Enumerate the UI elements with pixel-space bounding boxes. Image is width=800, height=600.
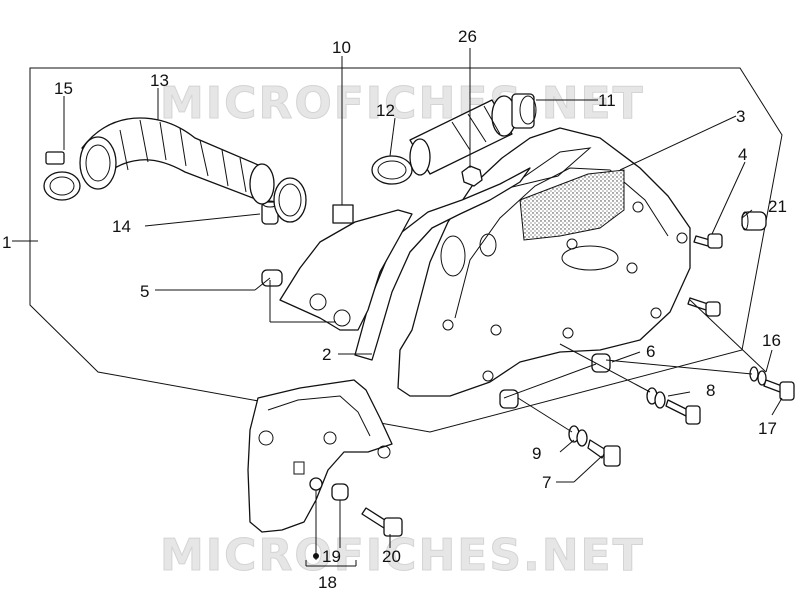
bolt-20 xyxy=(361,507,403,537)
callout-7: 7 xyxy=(542,473,551,492)
callout-26: 26 xyxy=(458,27,477,46)
callout-2: 2 xyxy=(322,345,331,364)
callout-5: 5 xyxy=(140,282,149,301)
callout-12: 12 xyxy=(376,101,395,120)
washer-19 xyxy=(331,483,349,501)
leader-lines xyxy=(12,48,783,567)
bolt-8 xyxy=(646,387,701,425)
bushing-6b xyxy=(499,389,519,409)
callout-1: 1 xyxy=(2,233,11,252)
callout-21: 21 xyxy=(768,197,787,216)
plug-21 xyxy=(741,211,767,231)
callout-13: 13 xyxy=(150,71,169,90)
bolt-7 xyxy=(568,425,621,467)
cover-plate xyxy=(279,209,413,331)
callout-3: 3 xyxy=(736,107,745,126)
bolt-16-17 xyxy=(749,366,795,401)
intake-duct-11 xyxy=(409,93,537,176)
clamp-12 xyxy=(371,155,413,185)
callout-17: 17 xyxy=(758,419,777,438)
callout-15: 15 xyxy=(54,79,73,98)
leader-dot xyxy=(313,553,319,559)
callout-4: 4 xyxy=(738,145,747,164)
assembly-outline xyxy=(29,67,783,433)
callout-18: 18 xyxy=(318,573,337,592)
watermark-top: MICROFICHES.NET xyxy=(160,78,645,129)
screw-4-upper xyxy=(693,233,723,249)
bushing-6a xyxy=(591,353,611,373)
callout-20: 20 xyxy=(382,547,401,566)
callout-6: 6 xyxy=(646,342,655,361)
hose-clamp-15 xyxy=(43,151,81,201)
callout-8: 8 xyxy=(706,381,715,400)
nut-26 xyxy=(461,165,483,187)
callout-14: 14 xyxy=(112,217,131,236)
intake-hose-13 xyxy=(79,117,275,205)
screw-4-lower xyxy=(687,297,721,317)
callout-16: 16 xyxy=(762,331,781,350)
callout-10: 10 xyxy=(332,38,351,57)
watermark-bottom: MICROFICHES.NET xyxy=(160,530,645,581)
clip-nut-10 xyxy=(332,204,354,224)
air-filter-housing xyxy=(397,127,691,397)
callout-9: 9 xyxy=(532,444,541,463)
callout-19: 19 xyxy=(322,547,341,566)
bracket-18 xyxy=(247,379,393,533)
grommet-5 xyxy=(261,269,283,287)
callout-11: 11 xyxy=(598,91,616,110)
hose-clamp-right xyxy=(273,177,307,223)
callout-numbers: 1 2 3 4 5 6 7 8 9 10 11 12 13 14 15 16 1… xyxy=(2,27,787,592)
